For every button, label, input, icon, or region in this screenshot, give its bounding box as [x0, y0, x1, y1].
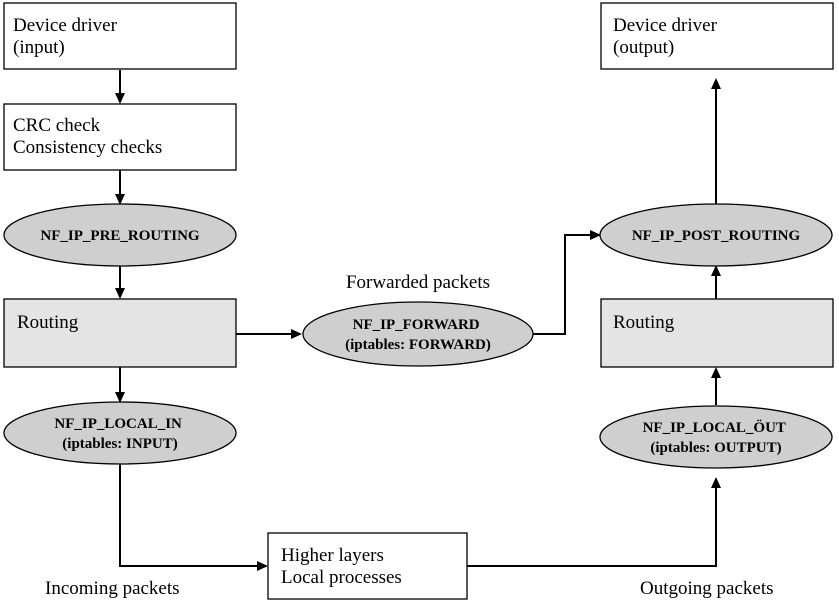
edge-higher-layers-to-local-out — [467, 487, 717, 567]
nf-ip-forward-hook — [302, 301, 534, 367]
device-driver-output-label: Device driver (output) — [613, 15, 722, 58]
arrowhead — [590, 230, 601, 240]
nf-ip-local-out-label: NF_IP_LOCAL_ÖUT (iptables: OUTPUT) — [643, 419, 790, 456]
nf-ip-local-in-hook — [3, 401, 237, 465]
nf-ip-post-routing-label: NF_IP_POST_ROUTING — [632, 228, 801, 244]
edge-forward-to-post-routing — [532, 234, 591, 335]
nf-ip-pre-routing-label: NF_IP_PRE_ROUTING — [40, 228, 200, 244]
nf-ip-local-in-label: NF_IP_LOCAL_IN (iptables: INPUT) — [54, 416, 185, 452]
arrowhead — [711, 367, 721, 378]
arrowhead — [257, 561, 268, 571]
connectors — [115, 70, 721, 571]
crc-check-box — [3, 103, 237, 171]
outgoing-packets-label: Outgoing packets — [640, 578, 774, 599]
higher-layers-label: Higher layers Local processes — [281, 545, 402, 588]
arrowhead — [115, 194, 125, 205]
edge-local-in-to-higher-layers — [119, 463, 258, 567]
crc-check-label: CRC check Consistency checks — [13, 115, 162, 158]
nf-ip-pre-routing-hook — [3, 203, 237, 267]
routing-input-label: Routing — [17, 312, 79, 333]
arrowhead — [711, 477, 721, 488]
forwarded-packets-label: Forwarded packets — [346, 272, 490, 293]
nf-ip-forward-label: NF_IP_FORWARD (iptables: FORWARD) — [345, 317, 491, 353]
device-driver-input-label: Device driver (input) — [13, 15, 122, 58]
nf-ip-post-routing-hook — [599, 203, 833, 267]
arrowhead — [115, 93, 125, 104]
routing-input-box — [3, 298, 237, 368]
nf-ip-local-out-hook — [599, 405, 833, 469]
device-driver-input-box — [3, 2, 237, 70]
arrowhead — [115, 288, 125, 299]
arrowhead — [291, 329, 302, 339]
incoming-packets-label: Incoming packets — [45, 578, 180, 599]
routing-output-label: Routing — [613, 312, 675, 333]
arrowhead — [711, 265, 721, 276]
device-driver-output-box — [600, 2, 834, 70]
arrowhead — [115, 392, 125, 403]
arrowhead — [711, 78, 721, 89]
routing-output-box — [600, 298, 834, 368]
higher-layers-box — [267, 532, 468, 600]
